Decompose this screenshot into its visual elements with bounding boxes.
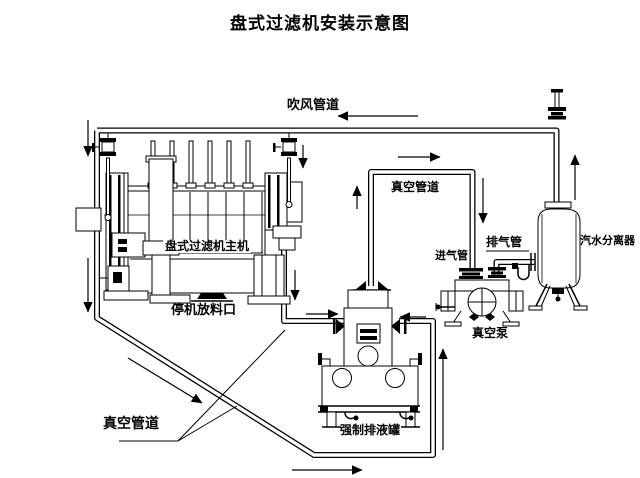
right-support-leg [247,254,291,305]
tank-right-flange [391,319,400,334]
vacuum-pump [435,267,524,327]
flow-arrow-diagonal [127,357,203,404]
separator-leg [534,283,548,309]
steam-water-separator [512,89,588,311]
separator-vessel [537,208,581,289]
separator-drain [552,288,564,294]
blow-pipe-label: 吹风管道 [287,97,340,112]
vacuum-pipe-top-label: 真空管道 [391,180,440,194]
left-blow-valve [92,133,116,221]
tank-left-flange [336,319,345,334]
exhaust-pipe-label: 排气管 [486,235,523,249]
discharge-port [191,293,233,302]
disc-filter-machine [75,133,303,305]
tank-leg [326,411,337,428]
flow-arrows [83,111,580,475]
forced-drain-tank-label: 强制排液罐 [340,423,401,437]
riser-relief-fitting [548,89,566,120]
pump-intake-flange [459,268,483,272]
forced-drain-tank [318,281,422,428]
inlet-drain-trap [517,265,530,281]
piping-core [95,128,559,457]
tank-sight-port [357,345,379,367]
separator-top-flange [544,201,572,209]
vacuum-label-leader-b [177,329,286,442]
main-machine-label: 盘式过滤机主机 [163,239,252,254]
right-end-cap [264,172,303,251]
tank-nameplate [356,323,381,344]
vacuum-label-leader-a [177,405,238,442]
discharge-port-label: 停机放料口 [171,302,237,317]
left-end-cap [75,172,149,301]
intake-pipe-label: 进气管 [435,250,468,262]
machine-to-tank-pipe [281,248,346,324]
diagram-title: 盘式过滤机安装示意图 [230,14,410,33]
pump-discharge-flange [488,267,506,271]
vacuum-pump-label: 真空泵 [472,326,509,340]
vacuum-pipe-bottom-label: 真空管道 [103,417,159,432]
right-blow-valve [273,133,297,208]
steam-water-separator-label: 汽水分离器 [580,235,635,247]
tank-top-flange [355,281,366,290]
separator-leg [568,283,582,309]
leader-lines [119,250,529,442]
